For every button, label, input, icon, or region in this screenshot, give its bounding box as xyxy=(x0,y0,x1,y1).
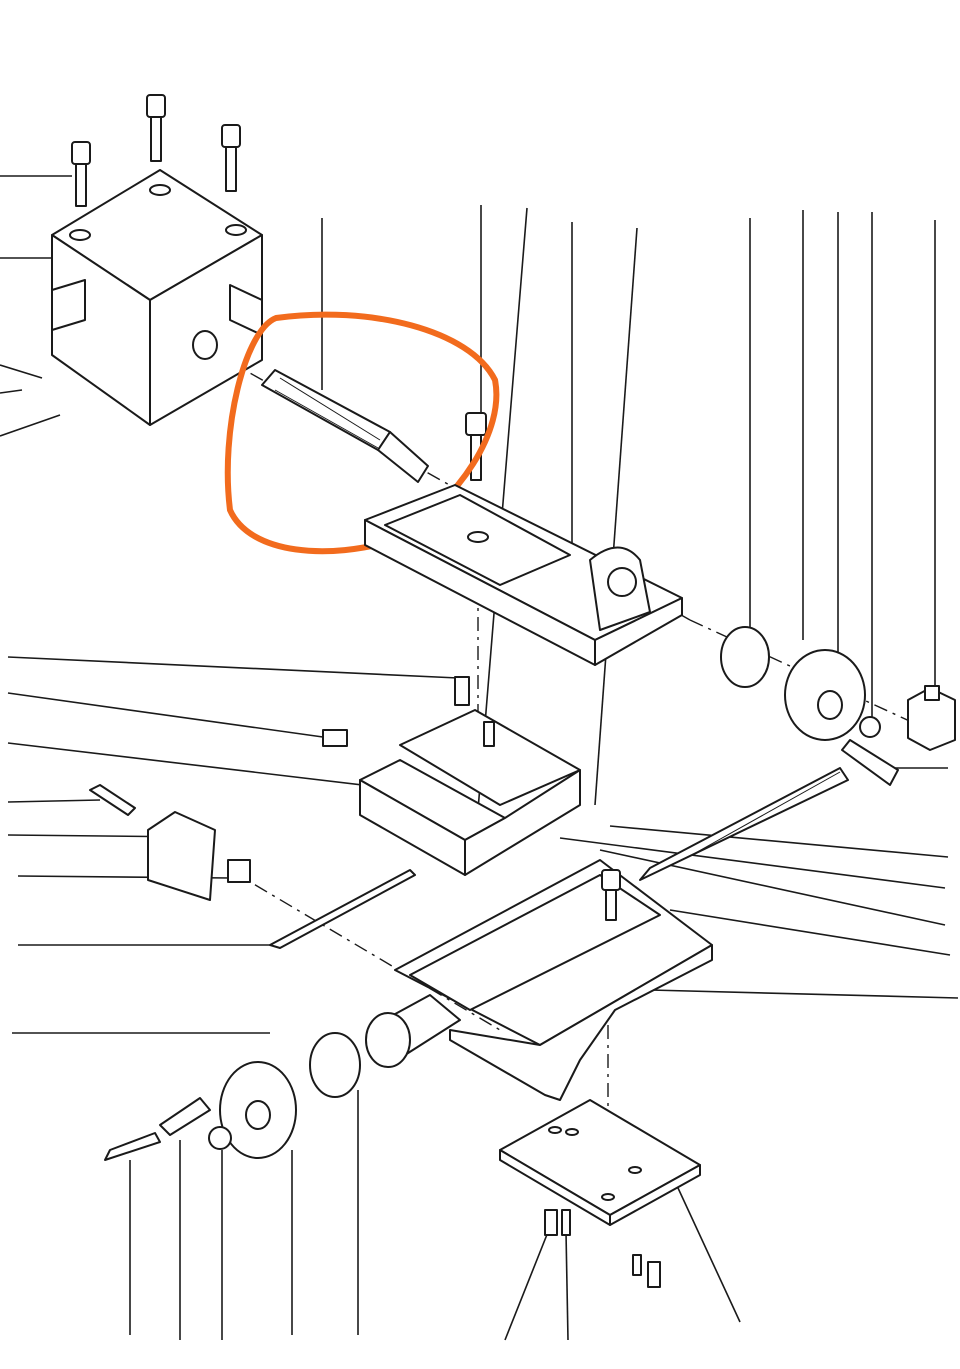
gib-assembly xyxy=(89,784,416,949)
handwheel-left xyxy=(104,994,461,1161)
cross-slide-lead-screw xyxy=(639,767,849,881)
top-slide xyxy=(364,484,683,666)
base-plate xyxy=(499,1099,701,1288)
handwheel-right xyxy=(720,626,956,786)
lead-screw-top-slide xyxy=(261,369,429,483)
leader-lines xyxy=(0,175,959,1341)
cross-slide-nut-block xyxy=(322,676,581,876)
cross-slide xyxy=(394,859,713,1101)
tool-post-block xyxy=(51,169,263,426)
